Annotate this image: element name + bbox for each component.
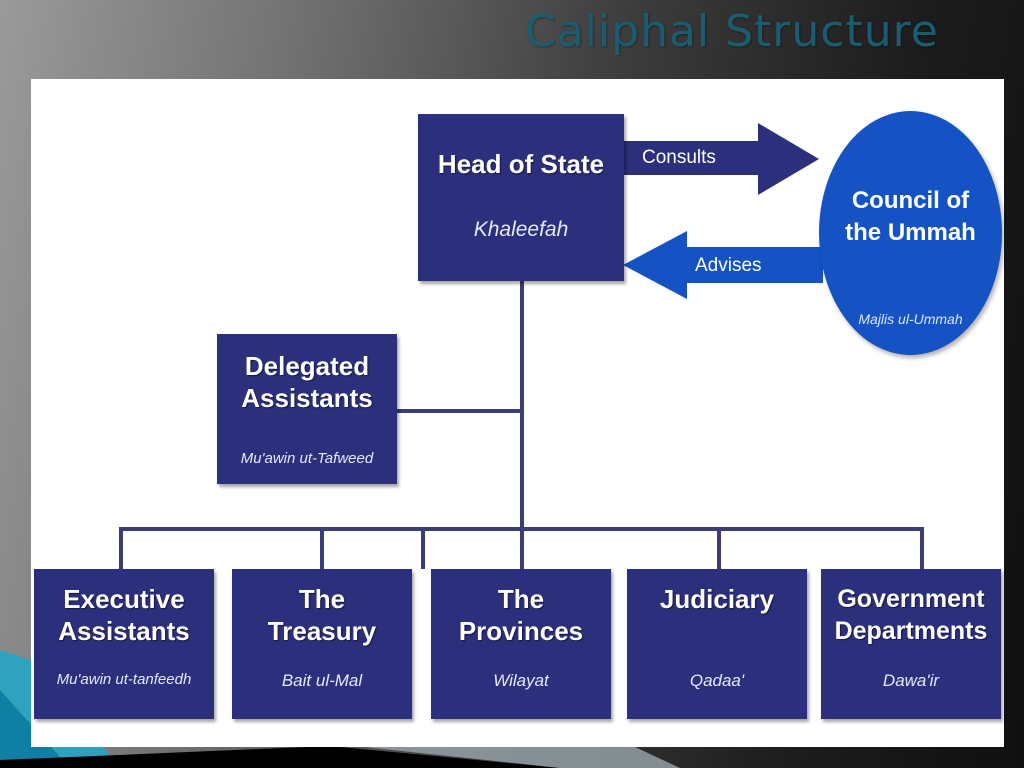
delegated-assistants-title: Delegated Assistants <box>241 351 373 413</box>
head-of-state-subtitle: Khaleefah <box>473 218 569 241</box>
consults-label: Consults <box>642 147 716 168</box>
unit-box-executive-assistants: Executive Assistants Mu'awin ut-tanfeedh <box>34 569 214 719</box>
unit-subtitle: Mu'awin ut-tanfeedh <box>56 671 192 688</box>
council-subtitle: Majlis ul-Ummah <box>858 311 963 327</box>
unit-subtitle: Wilayat <box>493 671 549 690</box>
connector-delegated <box>397 409 522 413</box>
head-of-state-title: Head of State <box>437 149 605 179</box>
org-chart-panel: Consults Advises Head of State Khaleefah… <box>31 79 1004 747</box>
connector-branch-5 <box>920 527 924 569</box>
delegated-assistants-subtitle: Mu'awin ut-Tafweed <box>240 450 374 467</box>
unit-title: The Treasury <box>267 584 377 646</box>
unit-subtitle: Qadaa' <box>689 671 745 690</box>
unit-box-judiciary: Judiciary Qadaa' <box>627 569 807 719</box>
council-circle: Council of the Ummah Majlis ul-Ummah <box>819 111 1002 355</box>
unit-subtitle: Dawa'ir <box>882 671 940 690</box>
advises-label: Advises <box>695 255 762 276</box>
unit-title: Judiciary <box>659 584 775 614</box>
bottom-accent-shape <box>0 740 680 768</box>
unit-title: Executive Assistants <box>58 584 190 646</box>
unit-box-treasury: The Treasury Bait ul-Mal <box>232 569 412 719</box>
unit-box-provinces: The Provinces Wilayat <box>431 569 611 719</box>
advises-arrow <box>623 231 823 299</box>
slide-title: Caliphal Structure <box>525 6 939 57</box>
connector-branch-2 <box>320 527 324 569</box>
delegated-assistants-box: Delegated Assistants Mu'awin ut-Tafweed <box>217 334 397 484</box>
council-title: Council of the Ummah <box>845 187 976 246</box>
connector-head-trunk <box>520 281 524 569</box>
connector-branch-bar <box>119 527 924 531</box>
unit-box-government-departments: Government Departments Dawa'ir <box>821 569 1001 719</box>
unit-title: The Provinces <box>458 584 584 646</box>
connector-branch-3 <box>421 527 425 569</box>
head-of-state-box: Head of State Khaleefah <box>418 114 624 281</box>
unit-subtitle: Bait ul-Mal <box>281 671 363 690</box>
consults-arrow <box>623 123 819 195</box>
connector-branch-4 <box>717 527 721 569</box>
unit-title: Government Departments <box>834 585 988 645</box>
connector-branch-1 <box>119 527 123 569</box>
